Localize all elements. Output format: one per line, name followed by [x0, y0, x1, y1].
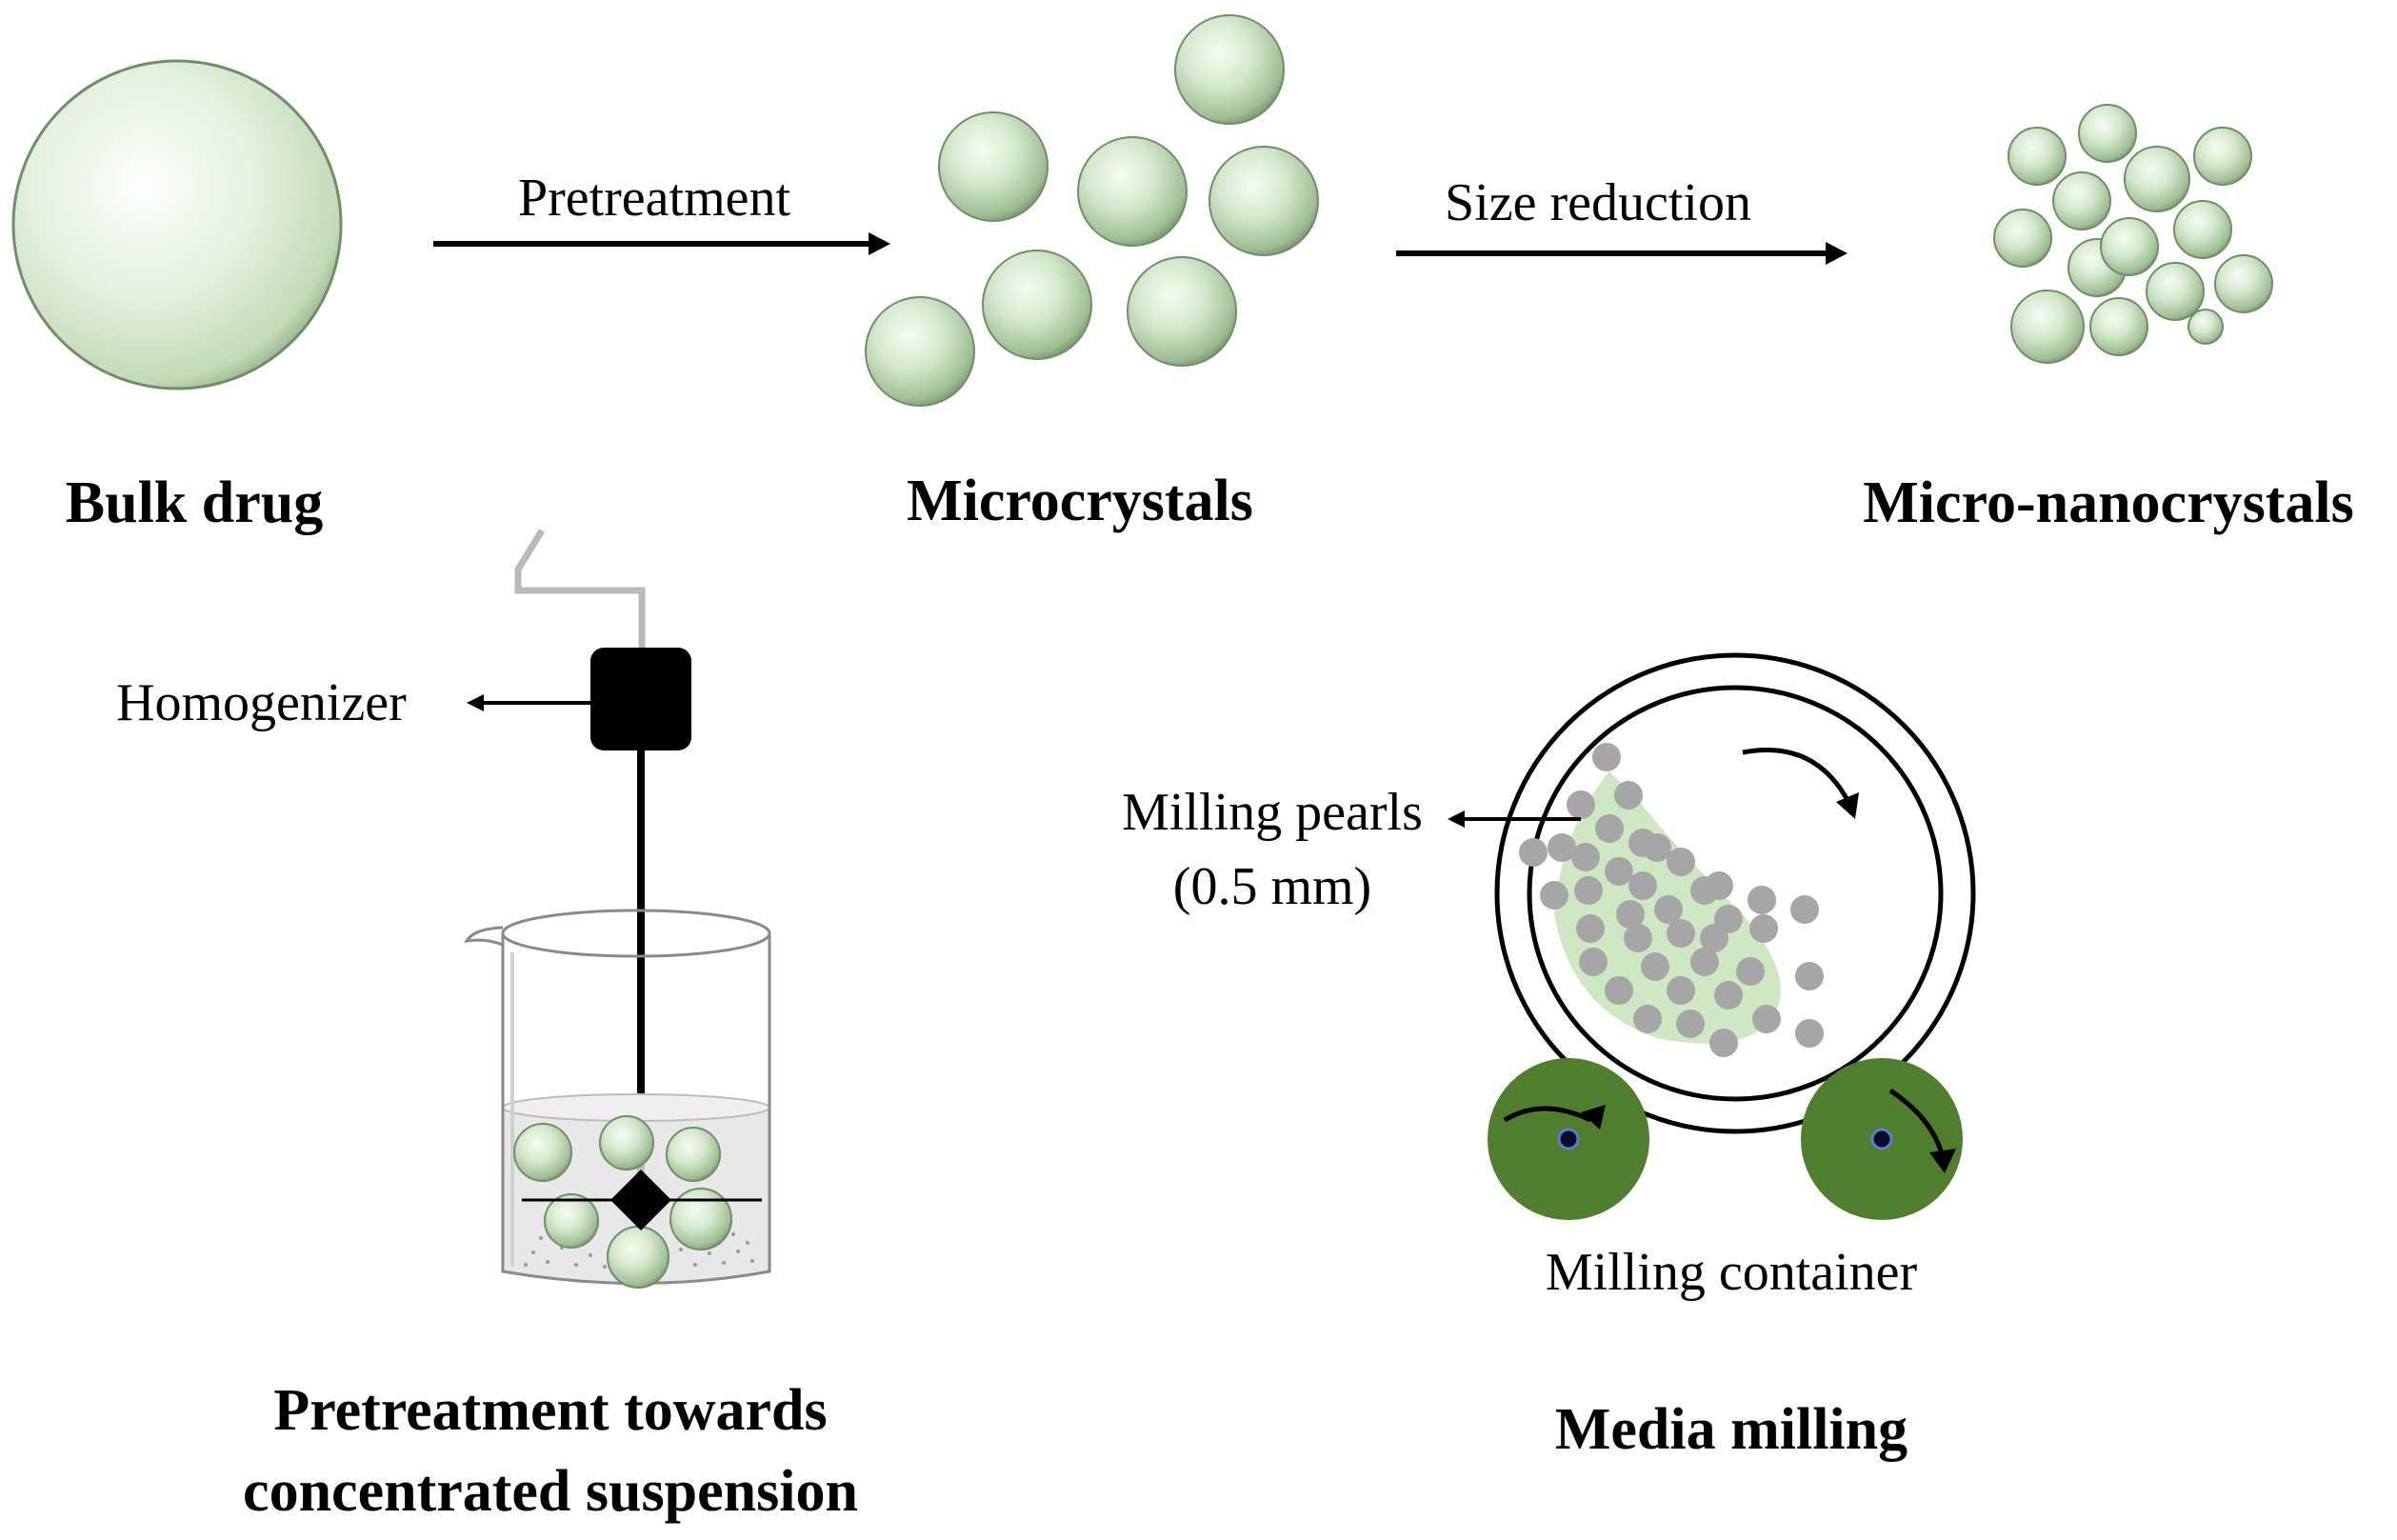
pretreatment-arrow: [433, 232, 890, 255]
size-reduction-arrow: [1396, 242, 1848, 265]
milling-pearls-label: Milling pearls: [1122, 783, 1423, 842]
microcrystal-spheres: [865, 14, 1319, 407]
right-roller: [1801, 1058, 1963, 1220]
milling-pearls: [1519, 743, 1824, 1057]
pretreatment-arrow-label: Pretreatment: [517, 169, 791, 228]
media-milling-caption: Media milling: [1554, 1397, 1908, 1462]
left-roller: [1488, 1058, 1649, 1220]
microcrystals-label: Microcrystals: [907, 469, 1253, 533]
homogenizer-pointer-arrow: [467, 694, 590, 711]
bulk-drug-sphere: [11, 59, 343, 390]
milling-container-label: Milling container: [1545, 1243, 1918, 1302]
pretreatment-caption-line2: concentrated suspension: [243, 1459, 858, 1524]
milling-pearls-size-label: (0.5 mm): [1172, 857, 1372, 916]
micro-nanocrystal-spheres: [1993, 104, 2273, 364]
bulk-drug-label: Bulk drug: [65, 470, 324, 535]
milling-pearls-pointer-arrow: [1448, 810, 1581, 828]
homogenizer-label: Homogenizer: [116, 673, 407, 732]
micro-nanocrystals-label: Micro-nanocrystals: [1863, 470, 2354, 535]
size-reduction-arrow-label: Size reduction: [1445, 173, 1751, 232]
beaker: [464, 909, 771, 1289]
pretreatment-caption-line1: Pretreatment towards: [273, 1378, 828, 1443]
